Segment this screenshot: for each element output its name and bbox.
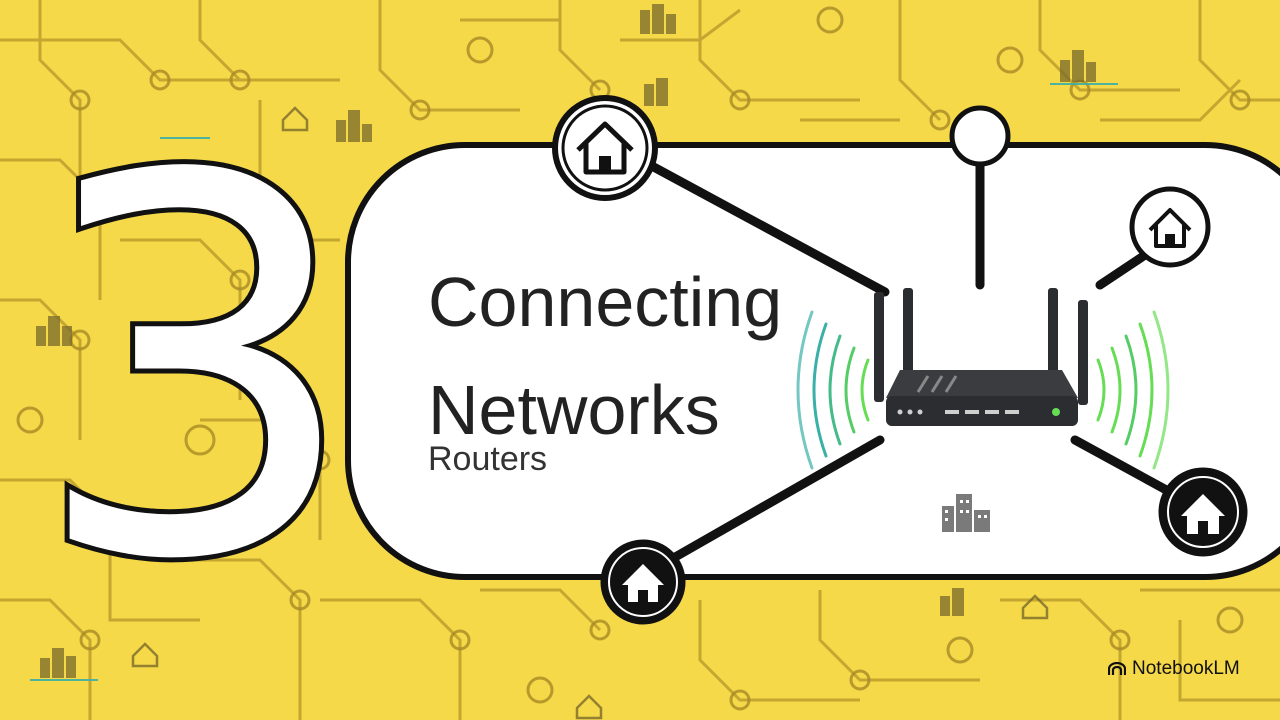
router-icon bbox=[874, 288, 1088, 426]
title-line-2: Networks bbox=[428, 371, 720, 449]
slide-number: 3 bbox=[25, 67, 366, 673]
slide-title: Connecting Networks bbox=[428, 248, 782, 464]
wifi-signal-icon bbox=[796, 310, 1170, 470]
notebooklm-branding: NotebookLM bbox=[1108, 658, 1240, 680]
link-line-bottom-left bbox=[665, 435, 885, 565]
notebooklm-icon bbox=[1108, 662, 1126, 675]
house-icon-top-right bbox=[1129, 186, 1211, 268]
link-line-top-left bbox=[645, 160, 890, 297]
title-line-1: Connecting bbox=[428, 263, 783, 341]
brand-label: NotebookLM bbox=[1132, 658, 1240, 679]
antenna-node-icon bbox=[949, 105, 1011, 167]
link-line-bottom-right bbox=[1070, 435, 1175, 497]
slide-subtitle: Routers bbox=[428, 440, 548, 478]
house-icon-bottom-right bbox=[1158, 467, 1248, 557]
house-icon-bottom-left bbox=[600, 539, 686, 625]
house-icon-top-left bbox=[552, 95, 658, 201]
building-icon bbox=[942, 494, 990, 532]
title-panel bbox=[345, 142, 1280, 580]
link-line-top-right bbox=[1095, 250, 1150, 290]
